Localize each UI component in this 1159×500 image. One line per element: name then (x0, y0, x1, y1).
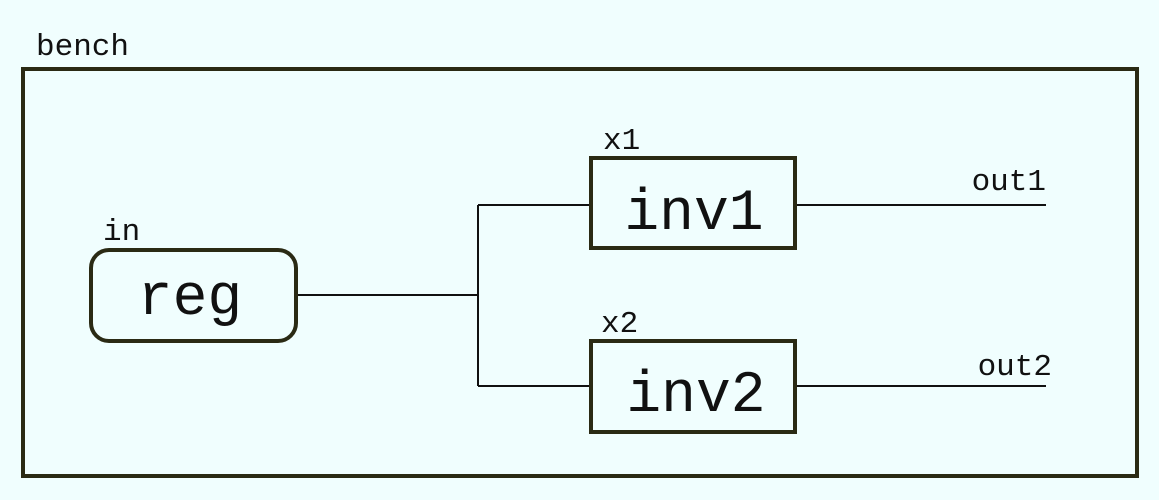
inv1-instance-label: x1 (603, 124, 640, 159)
out1-label: out1 (972, 165, 1046, 200)
bench-label: bench (36, 30, 129, 65)
inv2-instance-label: x2 (601, 307, 638, 342)
inv2-block[interactable]: x2 inv2 (589, 307, 797, 434)
inv2-type-label: inv2 (626, 364, 765, 429)
reg-instance-label: in (103, 215, 140, 250)
inv1-type-label: inv1 (624, 182, 763, 247)
inv2-box[interactable] (589, 339, 797, 434)
out2-label: out2 (978, 350, 1052, 385)
reg-box[interactable] (89, 248, 298, 343)
inv1-block[interactable]: x1 inv1 (589, 124, 797, 250)
reg-type-label: reg (138, 267, 242, 332)
bench-frame (21, 67, 1139, 478)
reg-block[interactable]: in reg (89, 215, 298, 343)
wires (297, 204, 1046, 387)
inv1-box[interactable] (589, 156, 797, 250)
